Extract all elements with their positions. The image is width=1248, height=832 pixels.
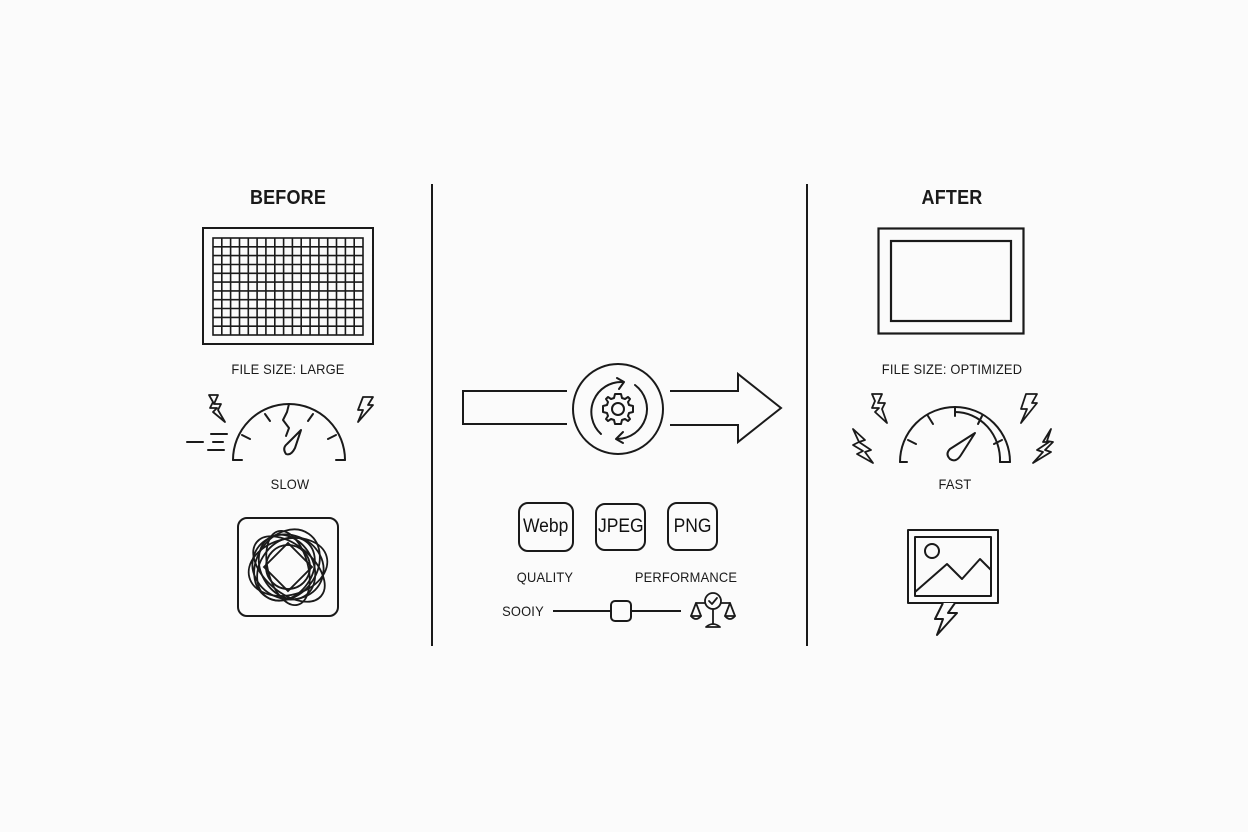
- before-title: BEFORE: [249, 187, 327, 209]
- balance-scale-check-icon: [690, 592, 736, 628]
- format-jpeg-badge: JPEG: [595, 503, 646, 551]
- slow-speedometer-icon: [186, 403, 346, 461]
- image-lightning-icon: [907, 529, 999, 636]
- fast-speedometer-icon: [899, 406, 1011, 463]
- lightning-icon: [208, 394, 226, 423]
- clean-image-frame-icon: [877, 227, 1025, 335]
- after-title: AFTER: [921, 187, 983, 209]
- slow-label: SLOW: [270, 476, 310, 492]
- output-arrow-icon: [670, 371, 783, 445]
- input-arrow-body: [462, 390, 567, 425]
- slider-handle[interactable]: [610, 600, 632, 622]
- format-png-badge: PNG: [667, 502, 718, 551]
- format-webp-badge: Webp: [518, 502, 574, 552]
- lightning-icon: [357, 396, 374, 423]
- format-png-label: PNG: [673, 515, 712, 537]
- lightning-icon: [871, 393, 888, 424]
- format-jpeg-label: JPEG: [597, 516, 644, 537]
- performance-label: PERFORMANCE: [634, 569, 738, 585]
- lightning-icon: [852, 428, 874, 464]
- lightning-icon: [1020, 393, 1038, 424]
- slider-left-label: SOOIY: [502, 603, 544, 619]
- left-divider: [431, 184, 433, 646]
- pixel-grid-image-icon: [202, 227, 374, 345]
- tangled-mess-icon: [237, 517, 339, 617]
- gear-refresh-icon: [572, 363, 664, 455]
- right-divider: [806, 184, 808, 646]
- after-file-size-label: FILE SIZE: OPTIMIZED: [881, 361, 1023, 377]
- format-webp-label: Webp: [523, 516, 569, 537]
- quality-performance-slider[interactable]: [553, 600, 681, 622]
- before-file-size-label: FILE SIZE: LARGE: [231, 361, 345, 377]
- fast-label: FAST: [938, 476, 972, 492]
- quality-label: QUALITY: [516, 569, 574, 585]
- lightning-icon: [1032, 428, 1054, 464]
